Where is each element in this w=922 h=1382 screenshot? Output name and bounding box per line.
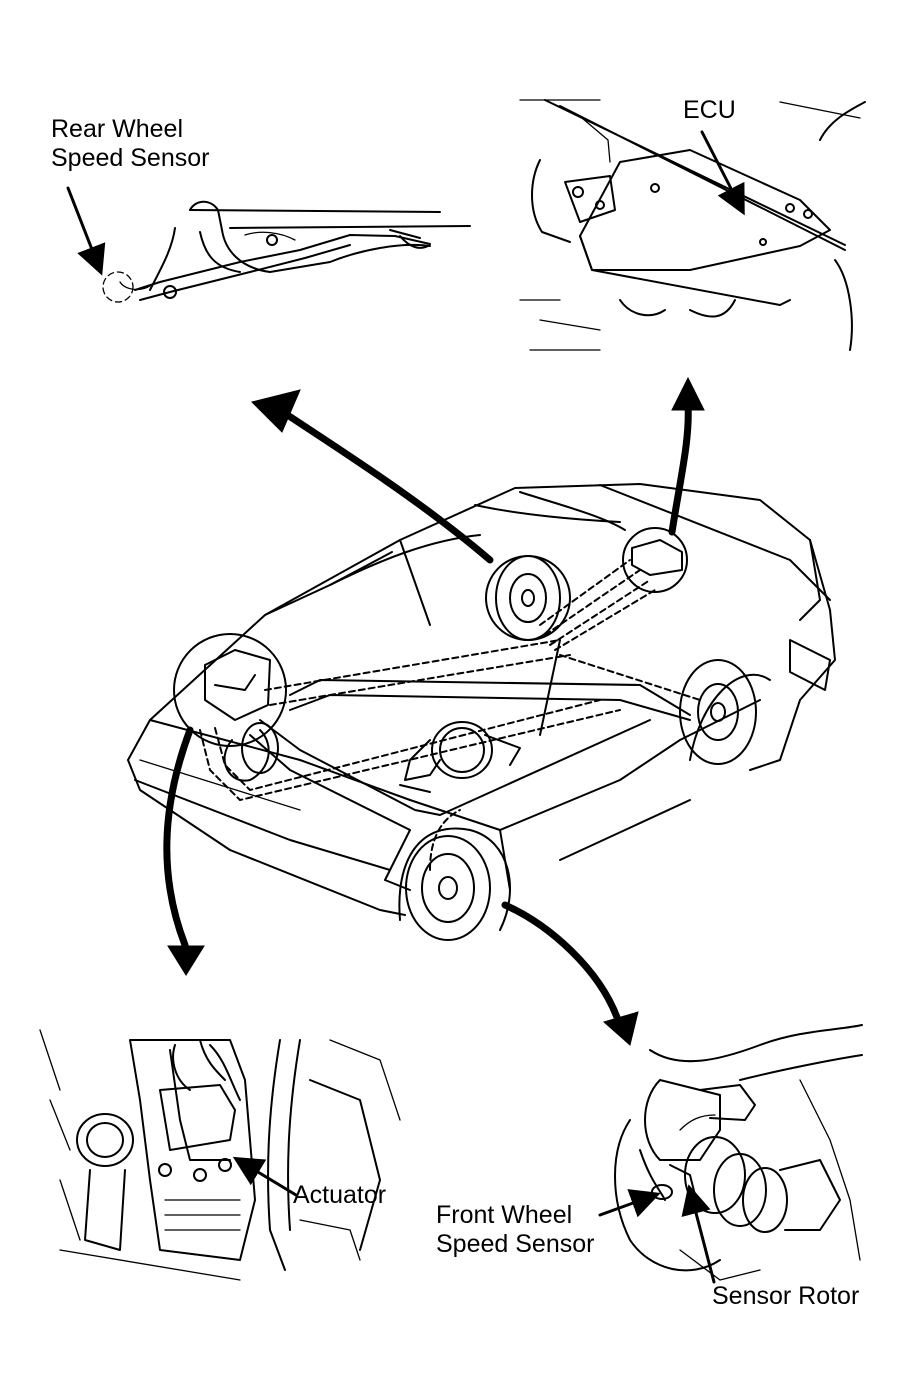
- wheels: [398, 555, 771, 941]
- sensor-rotor-label: Sensor Rotor: [712, 1282, 860, 1310]
- actuator-inset: [39, 1029, 401, 1281]
- rear-wheel-label-line-2: Speed Sensor: [51, 144, 210, 172]
- ecu-inset: [519, 99, 866, 351]
- rear-sensor-pointer: [66, 186, 106, 276]
- sensor-rotor-pointer: [681, 1184, 716, 1284]
- car-body: [127, 483, 836, 916]
- front-wheel-sensor-inset: [614, 1024, 863, 1281]
- rear-wheel-sensor-inset: [102, 200, 471, 303]
- rear-wheel-speed-sensor-label: Rear Wheel Speed Sensor: [51, 115, 209, 173]
- brake-lines-and-wiring: [199, 559, 701, 891]
- front-wheel-label-line-2: Speed Sensor: [436, 1230, 595, 1258]
- actuator-pointer: [232, 1156, 298, 1197]
- ecu-label: ECU: [683, 96, 736, 124]
- ecu-callout-circle: [622, 527, 688, 593]
- actuator-label: Actuator: [293, 1181, 387, 1209]
- actuator-callout-circle: [173, 633, 287, 782]
- brake-booster: [399, 721, 521, 793]
- front-sensor-pointer: [598, 1189, 661, 1218]
- rear-wheel-label-line-1: Rear Wheel: [51, 115, 183, 143]
- callout-arrows: [163, 376, 705, 1046]
- front-wheel-speed-sensor-label: Front Wheel Speed Sensor: [436, 1201, 594, 1259]
- ecu-pointer: [700, 130, 745, 216]
- front-wheel-label-line-1: Front Wheel: [436, 1201, 573, 1229]
